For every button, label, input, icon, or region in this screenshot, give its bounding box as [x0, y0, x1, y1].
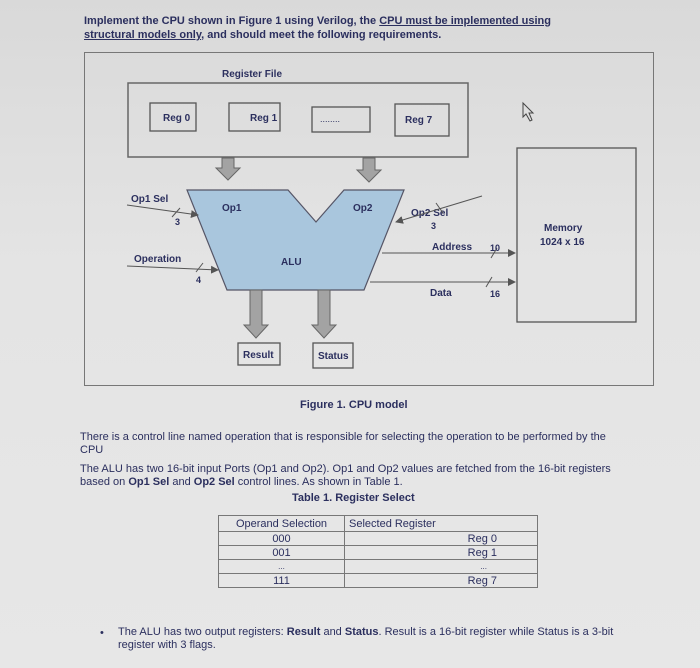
op2-sel-line	[395, 195, 483, 224]
result-label: Result	[243, 350, 274, 361]
para2-a: The ALU has two 16-bit input Ports (Op1 …	[80, 463, 611, 488]
figure-caption: Figure 1. CPU model	[300, 399, 408, 411]
register-file-label: Register File	[222, 69, 282, 80]
register-select-table: Operand Selection Selected Register 000 …	[218, 515, 538, 588]
intro-underlined: CPU must be implemented using structural…	[84, 15, 551, 41]
table-cell: 001	[218, 545, 345, 560]
alu-label: ALU	[281, 257, 302, 268]
reg0-label: Reg 0	[163, 113, 191, 124]
para2-op2sel: Op2 Sel	[193, 476, 235, 488]
para2-c: and	[169, 476, 194, 488]
bullet-marker: •	[100, 627, 104, 639]
bullet-c: and	[320, 626, 345, 638]
para2-e: control lines. As shown in Table 1.	[234, 476, 403, 488]
reg7-box	[394, 103, 450, 137]
operation-label: Operation	[134, 254, 181, 265]
cursor-icon	[522, 101, 535, 122]
para2-op1sel: Op1 Sel	[128, 476, 170, 488]
table-cell: Reg 0	[344, 531, 538, 546]
op2-label: Op2	[353, 203, 373, 214]
reg-dots-label: ........	[320, 114, 340, 124]
paragraph-alu-inputs: The ALU has two 16-bit input Ports (Op1 …	[80, 463, 625, 489]
register-file-box	[127, 82, 469, 158]
status-box	[312, 342, 354, 369]
reg7-label: Reg 7	[405, 115, 433, 126]
op2-down-arrow	[355, 157, 383, 183]
table-cell: 111	[218, 573, 345, 588]
operation-bits: 4	[196, 275, 201, 285]
op1-sel-bits: 3	[175, 217, 180, 227]
address-label: Address	[432, 242, 472, 253]
op1-label: Op1	[222, 203, 242, 214]
op2-sel-bits: 3	[431, 221, 436, 231]
status-label: Status	[318, 351, 349, 362]
data-label: Data	[430, 288, 452, 299]
bullet-result: Result	[286, 626, 321, 638]
table-row: 000 Reg 0	[218, 531, 538, 546]
result-down-arrow	[242, 289, 270, 339]
intro-text: Implement the CPU shown in Figure 1 usin…	[84, 14, 604, 42]
bullet-a: The ALU has two output registers:	[118, 626, 287, 638]
figure-frame	[84, 52, 654, 386]
table-cell: ...	[218, 559, 345, 574]
intro-part1: Implement the CPU shown in Figure 1 usin…	[84, 15, 380, 27]
bullet-e: . Result is a 16-bit register while Stat…	[118, 626, 614, 651]
table-header: Selected Register	[344, 515, 538, 532]
table-cell: 000	[218, 531, 345, 546]
bullet-text: The ALU has two output registers: Result…	[118, 626, 648, 652]
reg1-label: Reg 1	[250, 113, 278, 124]
reg-dots-box	[311, 106, 371, 133]
table-row: Operand Selection Selected Register	[218, 515, 538, 532]
memory-label: Memory	[544, 223, 583, 234]
op1-sel-line	[126, 204, 199, 218]
bullet-status: Status	[344, 626, 379, 638]
table-cell: Reg 1	[344, 545, 538, 560]
memory-size-label: 1024 x 16	[540, 237, 585, 248]
table-row: 001 Reg 1	[218, 545, 538, 560]
table-cell: Reg 7	[344, 573, 538, 588]
op1-sel-label: Op1 Sel	[131, 194, 168, 205]
reg0-box	[149, 102, 197, 132]
intro-part2: , and should meet the following requirem…	[201, 29, 442, 41]
paragraph-operation: There is a control line named operation …	[80, 431, 606, 456]
result-box	[237, 342, 281, 366]
operation-line	[126, 265, 219, 274]
data-bits: 16	[490, 289, 500, 299]
table-cell: ...	[344, 559, 538, 574]
table-header: Operand Selection	[218, 515, 345, 532]
status-down-arrow	[310, 289, 338, 339]
table-row: ... ...	[218, 559, 538, 574]
memory-box	[516, 147, 637, 323]
address-bits: 10	[490, 243, 500, 253]
op1-down-arrow	[214, 157, 242, 181]
table-row: 111 Reg 7	[218, 573, 538, 588]
table-title: Table 1. Register Select	[292, 492, 415, 504]
op2-sel-label: Op2 Sel	[411, 208, 448, 219]
reg1-box	[228, 102, 281, 132]
